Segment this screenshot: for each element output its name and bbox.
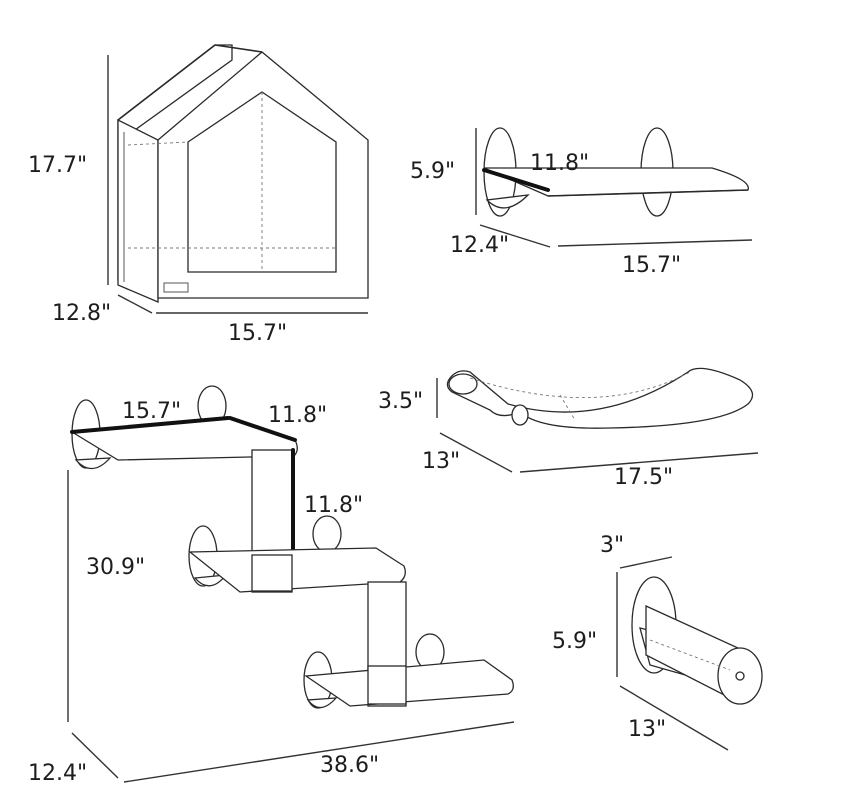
step-shelves bbox=[67, 385, 515, 783]
post-height-label: 5.9" bbox=[552, 629, 597, 654]
hammock bbox=[436, 367, 759, 473]
small-wall-shelf bbox=[475, 127, 753, 248]
hammock-width-label: 17.5" bbox=[614, 465, 673, 490]
house-height-label: 17.7" bbox=[28, 153, 87, 178]
steps-top-width-label: 15.7" bbox=[122, 399, 181, 424]
shelf-depth-label: 12.4" bbox=[450, 233, 509, 258]
post-diameter-label: 3" bbox=[600, 533, 624, 558]
steps-total-height-label: 30.9" bbox=[86, 555, 145, 580]
cat-house bbox=[107, 44, 369, 314]
steps-top-depth-label: 11.8" bbox=[268, 403, 327, 428]
scratch-post bbox=[616, 556, 763, 751]
steps-depth-label: 12.4" bbox=[28, 761, 87, 786]
shelf-top-depth-label: 11.8" bbox=[530, 151, 589, 176]
steps-step-height-label: 11.8" bbox=[304, 493, 363, 518]
shelf-width-label: 15.7" bbox=[622, 253, 681, 278]
house-depth-label: 12.8" bbox=[52, 301, 111, 326]
post-length-label: 13" bbox=[628, 717, 666, 742]
shelf-height-label: 5.9" bbox=[410, 159, 455, 184]
house-width-label: 15.7" bbox=[228, 321, 287, 346]
hammock-height-label: 3.5" bbox=[378, 389, 423, 414]
steps-total-width-label: 38.6" bbox=[320, 753, 379, 778]
hammock-depth-label: 13" bbox=[422, 449, 460, 474]
